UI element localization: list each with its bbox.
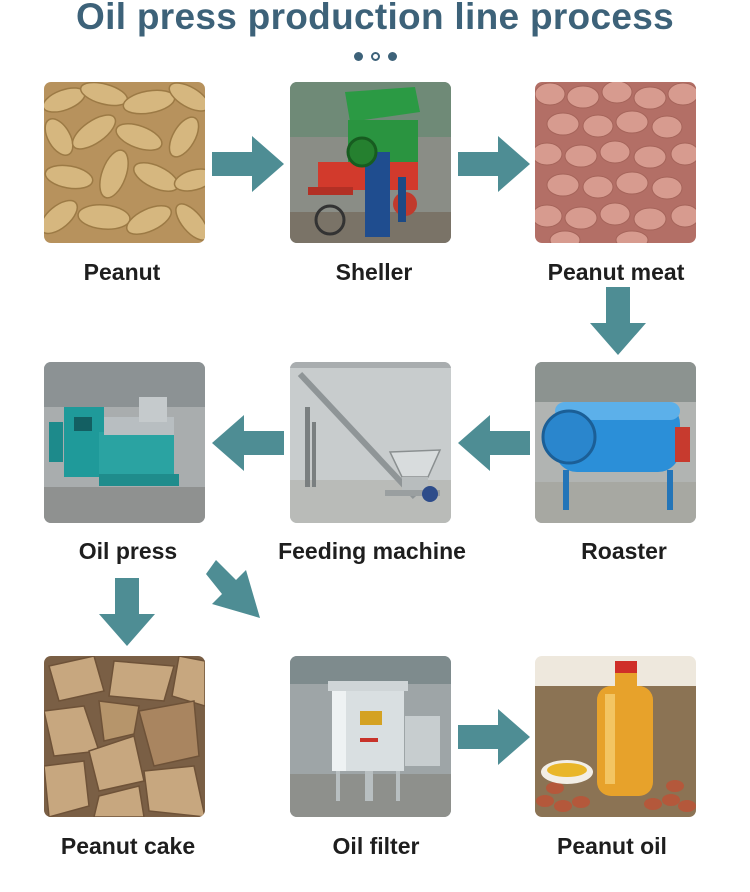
oil-press-photo: [44, 362, 205, 523]
step-label-oil-filter: Oil filter: [332, 833, 420, 859]
peanut-meat-photo: [535, 82, 696, 243]
peanut-oil-photo: [535, 656, 696, 817]
arrow-left-2: [458, 415, 530, 471]
arrow-right-1: [212, 136, 284, 192]
arrow-diagonal: [206, 560, 262, 620]
step-label-peanut-meat: Peanut meat: [547, 259, 685, 285]
step-label-oil-press: Oil press: [78, 538, 178, 564]
feeding-machine-photo: [290, 362, 451, 523]
sheller-photo: [290, 82, 451, 243]
arrow-down-2: [99, 578, 155, 646]
dot-3: [387, 52, 397, 62]
step-label-roaster: Roaster: [581, 538, 667, 564]
dot-2: [370, 52, 380, 62]
arrow-left-1: [212, 415, 284, 471]
pagination-dots: [0, 48, 750, 66]
arrow-right-3: [458, 709, 530, 765]
step-label-feeding-machine: Feeding machine: [278, 538, 466, 564]
dot-1: [353, 52, 363, 62]
page-title: Oil press production line process: [76, 0, 674, 37]
arrow-right-2: [458, 136, 530, 192]
roaster-photo: [535, 362, 696, 523]
oil-filter-photo: [290, 656, 451, 817]
peanut-photo: [44, 82, 205, 243]
step-label-peanut-cake: Peanut cake: [60, 833, 196, 859]
step-label-peanut: Peanut: [83, 259, 161, 285]
arrow-down-1: [590, 287, 646, 355]
step-label-peanut-oil: Peanut oil: [557, 833, 667, 859]
step-label-sheller: Sheller: [335, 259, 413, 285]
peanut-cake-photo: [44, 656, 205, 817]
